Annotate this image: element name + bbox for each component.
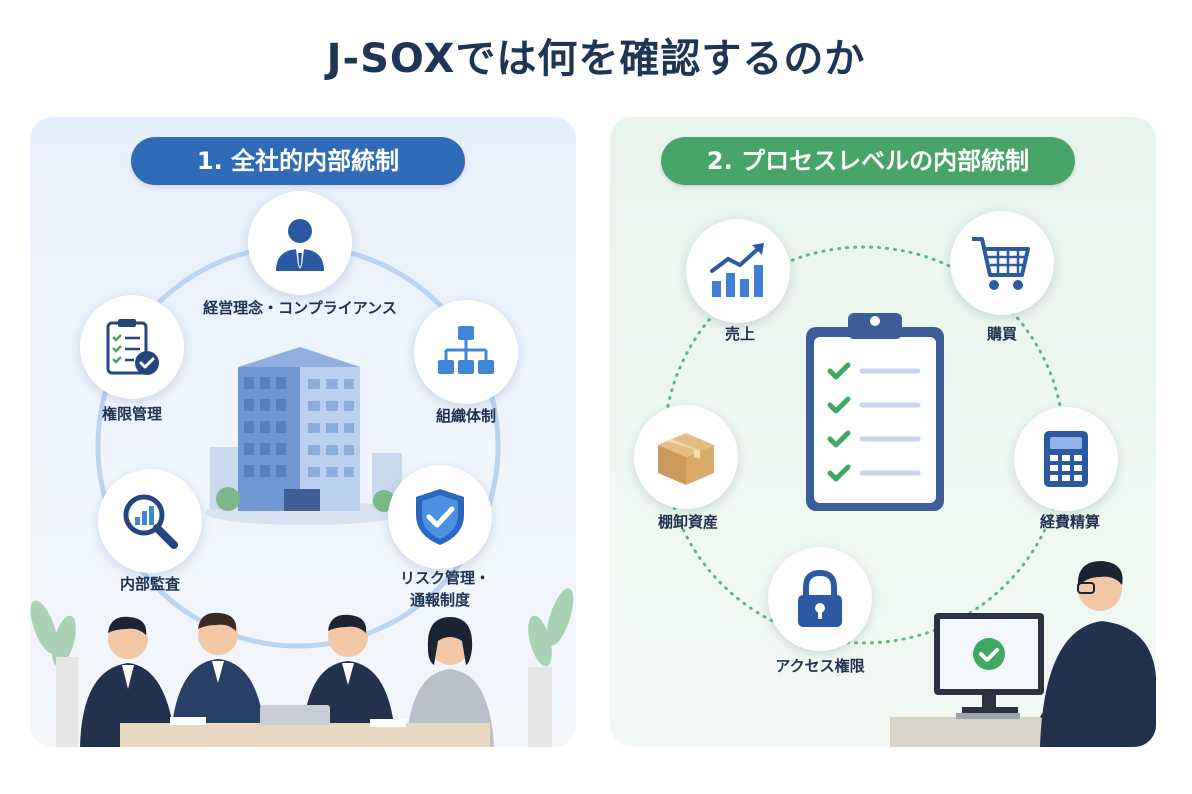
compliance-label: 経営理念・コンプライアンス [203,299,397,317]
clipboard-check-icon [106,319,159,375]
company-wide-control-heading: 1. 全社的内部統制 [131,137,465,185]
org-chart-icon [438,326,494,374]
organization-label: 組織体制 [435,407,496,425]
whistleblowing-label: 通報制度 [409,591,470,609]
inventory-node [634,405,738,509]
process-level-control-panel: 2. プロセスレベルの内部統制 売上 [610,117,1156,747]
meeting-team-illustration [30,588,574,747]
computer-worker-illustration [890,561,1156,747]
risk-management-node [388,465,492,569]
authority-node [80,295,184,399]
expense-label: 経費精算 [1039,513,1100,531]
risk-management-label: リスク管理・ [399,569,490,587]
calculator-icon [1044,431,1088,487]
cardboard-box-icon [658,433,714,485]
internal-audit-label: 内部監査 [119,575,180,593]
access-label: アクセス権限 [775,657,865,675]
magnifier-chart-icon [123,494,178,549]
shield-check-icon [416,489,464,545]
compliance-node [248,191,352,295]
organization-node [414,300,518,404]
checklist-clipboard-illustration [806,313,944,511]
sales-node [686,219,790,323]
purchasing-node [950,211,1054,315]
internal-audit-node [98,469,202,573]
shopping-cart-icon [972,237,1030,290]
businessman-icon [276,219,324,271]
page-title: J-SOXでは何を確認するのか [326,36,866,82]
padlock-icon [798,569,842,627]
inventory-label: 棚卸資産 [657,513,718,531]
authority-label: 権限管理 [101,405,162,423]
process-level-control-heading: 2. プロセスレベルの内部統制 [661,137,1075,185]
sales-chart-icon [710,243,764,297]
purchasing-label: 購買 [986,325,1017,343]
sales-label: 売上 [724,325,755,343]
company-wide-control-panel: 1. 全社的内部統制 [30,117,576,747]
office-building-illustration [205,347,405,525]
expense-node [1014,407,1118,511]
access-node [768,547,872,651]
